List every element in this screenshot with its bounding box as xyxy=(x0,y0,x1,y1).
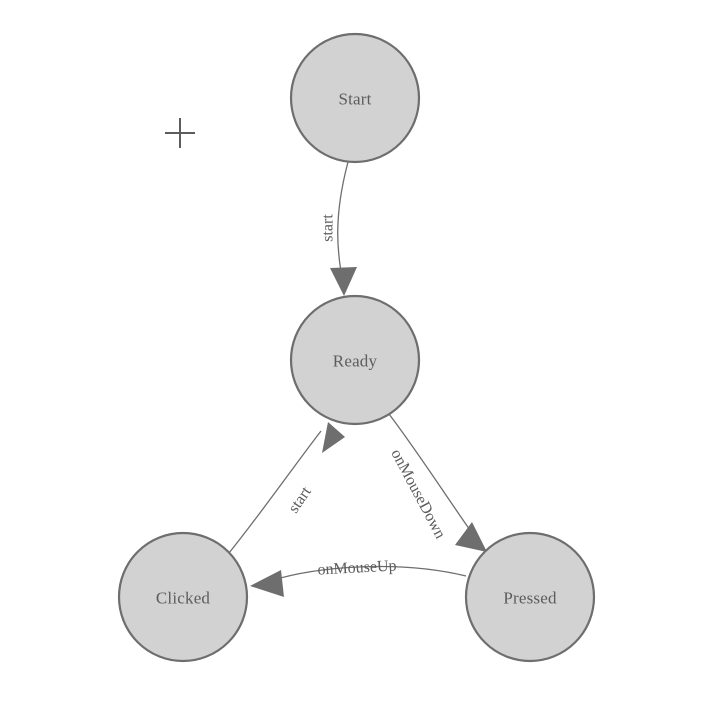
edge-clicked-to-ready[interactable]: start xyxy=(228,422,345,554)
edge-label: onMouseDown xyxy=(387,446,448,541)
node-ready[interactable]: Ready xyxy=(289,294,421,426)
crosshair-marker xyxy=(165,118,195,148)
edge-start-to-ready[interactable]: start xyxy=(320,161,358,296)
node-circle[interactable] xyxy=(289,294,421,426)
arrowhead-icon xyxy=(322,422,345,453)
edge-label: onMouseUp xyxy=(317,557,397,578)
node-start[interactable]: Start xyxy=(289,32,421,164)
node-circle[interactable] xyxy=(289,32,421,164)
edge-line xyxy=(228,430,322,554)
node-label: Start xyxy=(338,90,371,109)
markers-layer xyxy=(165,118,195,148)
arrowhead-icon xyxy=(330,267,357,296)
edge-line xyxy=(269,565,467,582)
node-label: Pressed xyxy=(503,589,557,608)
edge-ready-to-pressed[interactable]: onMouseDown xyxy=(387,413,487,552)
arrowhead-icon xyxy=(455,522,487,552)
node-circle[interactable] xyxy=(117,531,249,663)
node-label: Ready xyxy=(333,352,378,371)
node-clicked[interactable]: Clicked xyxy=(117,531,249,663)
arrowhead-icon xyxy=(250,570,284,597)
node-pressed[interactable]: Pressed xyxy=(464,531,596,663)
node-circle[interactable] xyxy=(464,531,596,663)
edge-label: start xyxy=(285,483,315,516)
edge-pressed-to-clicked[interactable]: onMouseUp xyxy=(250,557,467,597)
node-label: Clicked xyxy=(156,589,211,608)
edge-label: start xyxy=(320,214,337,242)
